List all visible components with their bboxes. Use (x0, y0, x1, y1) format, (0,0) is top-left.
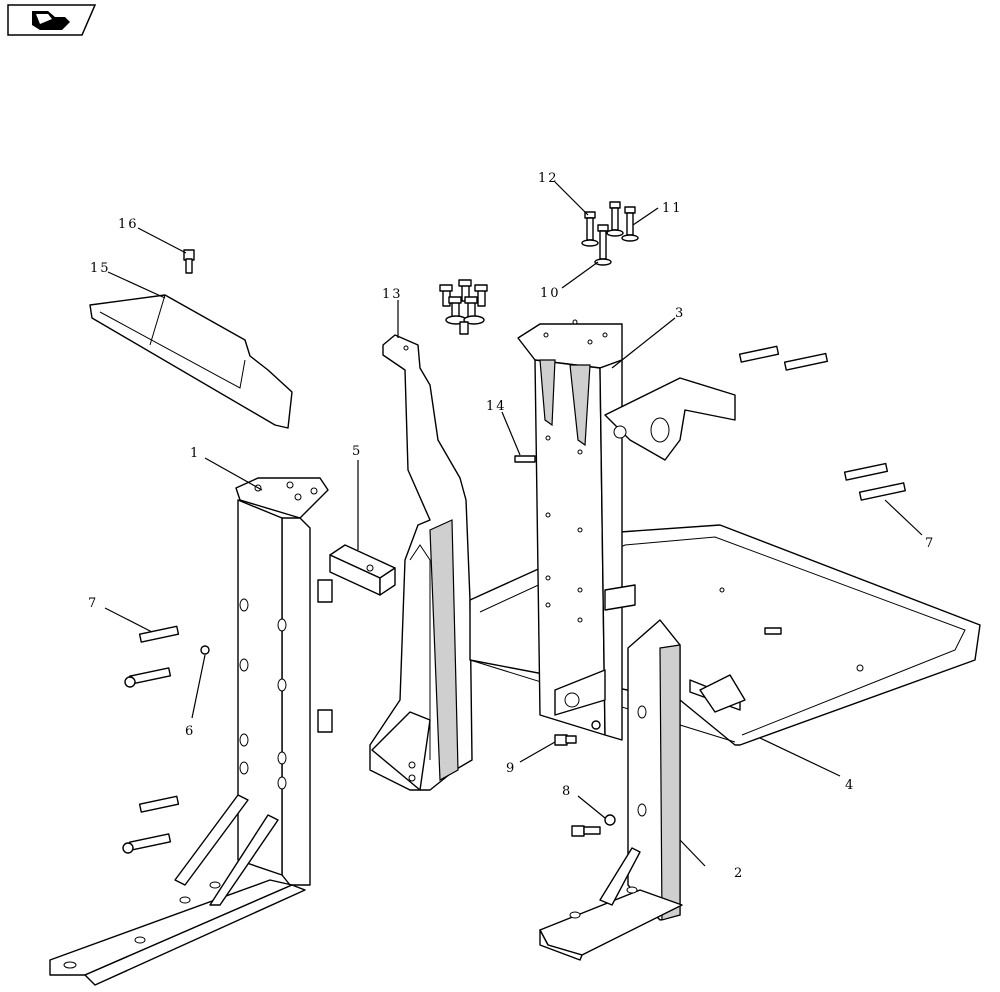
callout-14: 14 (486, 399, 507, 414)
callout-13: 13 (382, 287, 403, 302)
part-3-right-upright (517, 319, 736, 741)
part-16-bolt (183, 249, 195, 274)
part-1-holes (63, 481, 318, 969)
part-8-bolt (571, 814, 616, 837)
leader-lines (104, 181, 923, 867)
part-10-12-bolt-group (581, 201, 639, 266)
part-15-cover (89, 294, 293, 429)
callout-8: 8 (562, 784, 572, 799)
callout-9: 9 (506, 761, 516, 776)
part-7-bolts-left (122, 625, 210, 854)
callout-1: 1 (190, 446, 200, 461)
callout-7-right: 7 (925, 536, 935, 551)
callout-15: 15 (90, 261, 111, 276)
callout-11: 11 (662, 201, 683, 216)
callout-10: 10 (540, 286, 561, 301)
part-7-bolts-right (738, 345, 906, 501)
callout-2: 2 (734, 866, 744, 881)
part-2-right-upright (539, 619, 683, 961)
callout-6: 6 (185, 724, 195, 739)
part-14-pin (514, 455, 536, 463)
part-13-channel (369, 334, 473, 791)
callout-16: 16 (118, 217, 139, 232)
part-9-bolt (554, 720, 601, 746)
callout-7-left: 7 (88, 596, 98, 611)
callout-5: 5 (352, 444, 362, 459)
callout-4: 4 (845, 778, 855, 793)
part-5-block (329, 544, 396, 596)
part-1-left-upright (49, 477, 333, 986)
callout-12: 12 (538, 171, 559, 186)
callout-3: 3 (675, 306, 685, 321)
bolt-cluster-center (439, 279, 488, 335)
book-hand-icon[interactable] (7, 4, 97, 36)
callout-labels: 1 2 3 4 5 6 7 7 8 9 10 11 12 13 14 15 16 (88, 171, 935, 881)
